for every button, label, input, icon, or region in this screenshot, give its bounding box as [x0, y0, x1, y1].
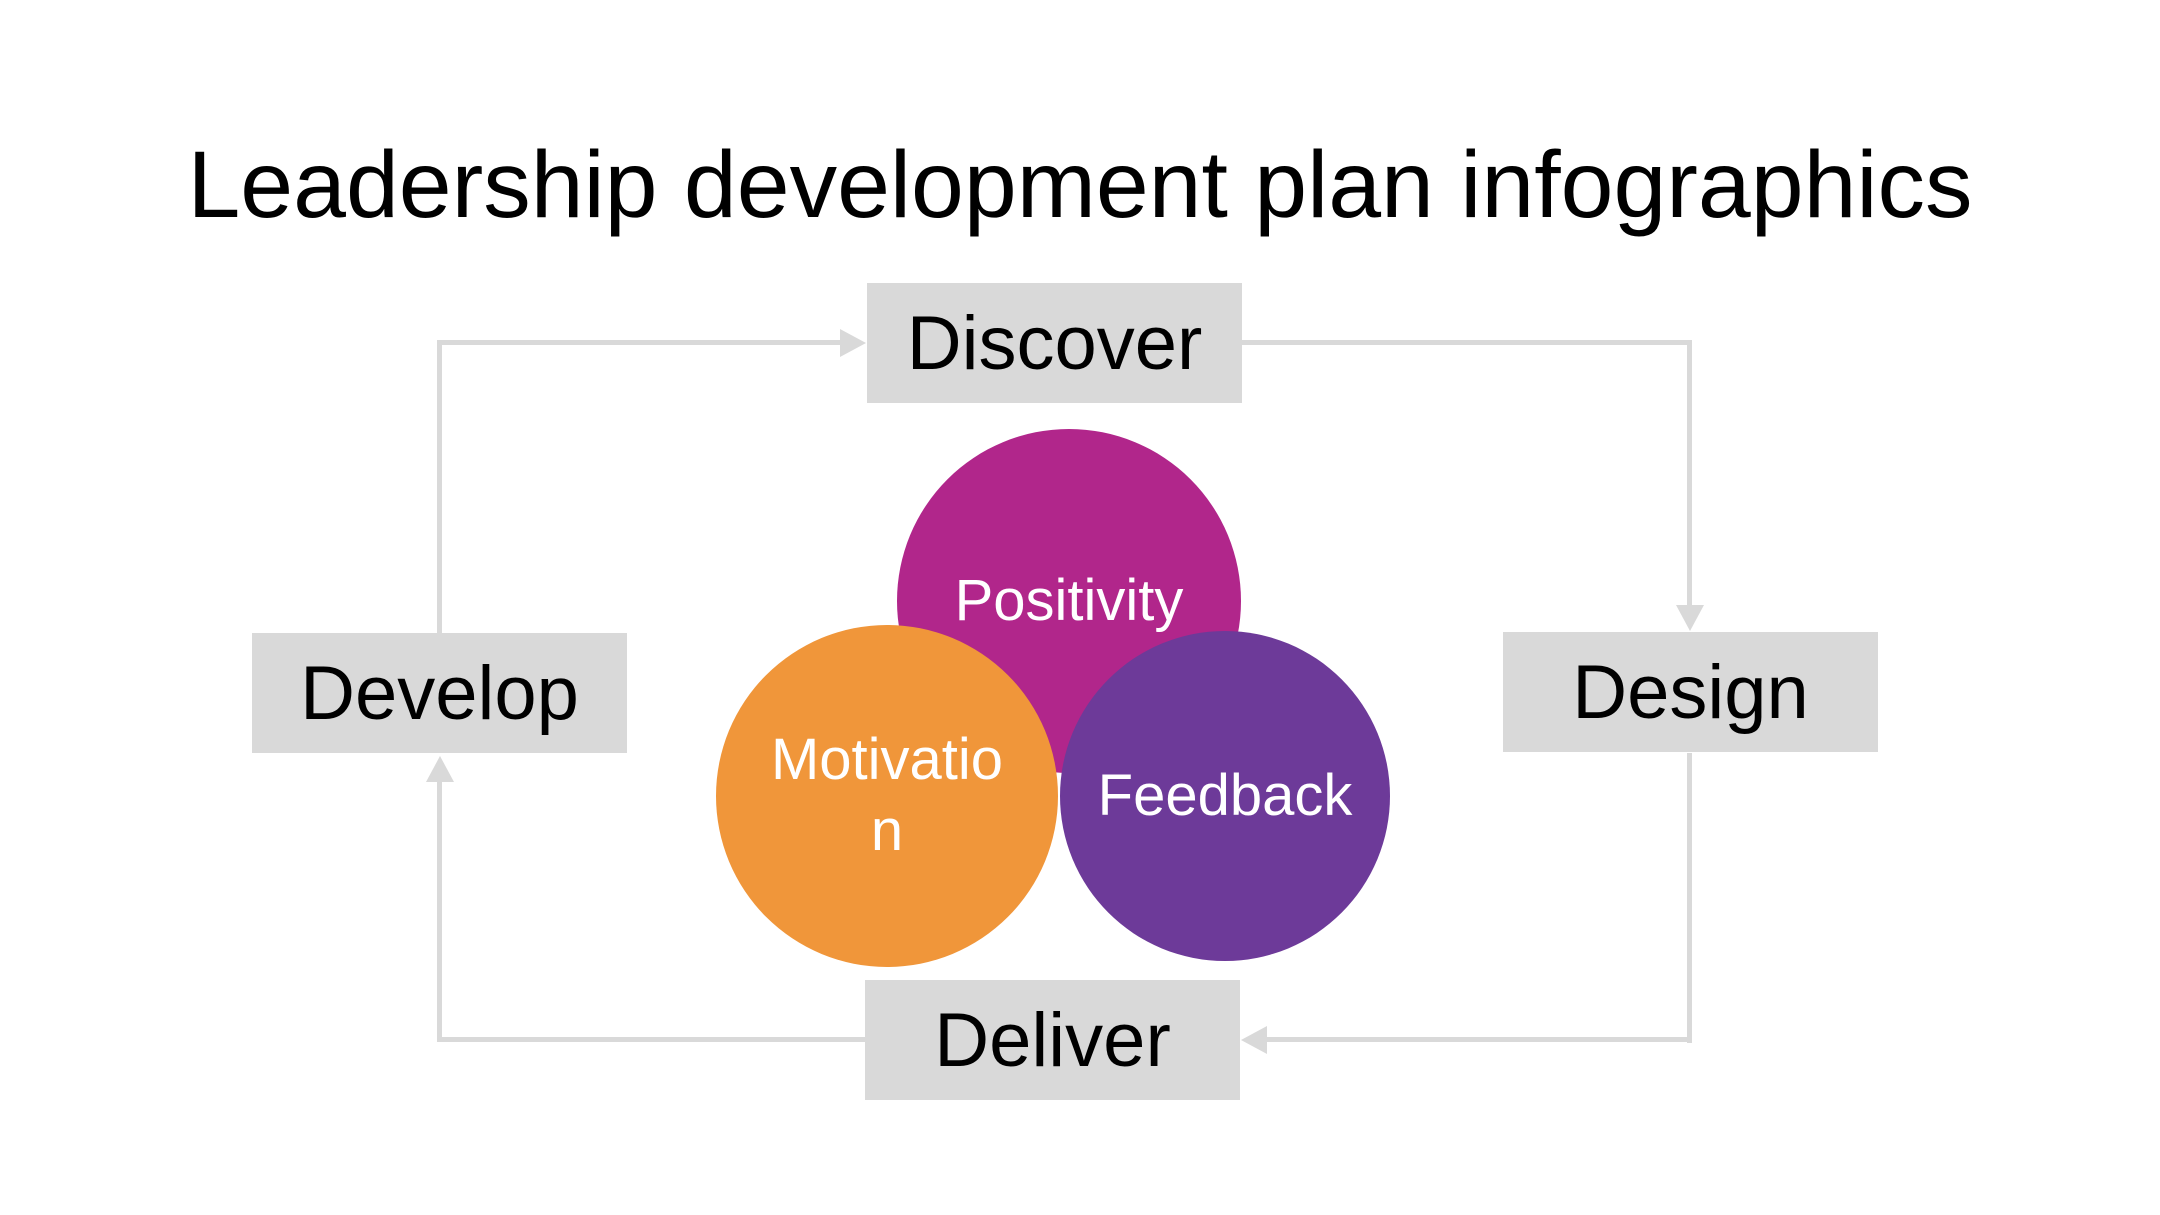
- arrow-head-into-design: [1676, 605, 1704, 631]
- step-box-discover: Discover: [867, 283, 1242, 403]
- step-box-develop: Develop: [252, 633, 627, 753]
- connector-deliver-to-develop-vertical: [437, 782, 442, 1040]
- step-label-develop: Develop: [300, 650, 579, 736]
- step-label-deliver: Deliver: [934, 997, 1171, 1083]
- connector-discover-to-design-horizontal: [1242, 340, 1692, 345]
- circle-label-positivity: Positivity: [954, 567, 1184, 633]
- step-box-deliver: Deliver: [865, 980, 1240, 1100]
- arrow-head-into-develop: [426, 756, 454, 782]
- arrow-head-into-discover: [840, 329, 866, 357]
- connector-develop-to-discover-vertical: [437, 341, 442, 633]
- connector-design-to-deliver-vertical: [1687, 753, 1692, 1043]
- circle-feedback: Feedback: [1060, 631, 1390, 961]
- arrow-head-into-deliver: [1241, 1026, 1267, 1054]
- step-label-design: Design: [1572, 649, 1809, 735]
- circle-label-feedback: Feedback: [1097, 762, 1353, 828]
- connector-develop-to-discover-horizontal: [437, 340, 841, 345]
- step-box-design: Design: [1503, 632, 1878, 752]
- connector-discover-to-design-vertical: [1687, 340, 1692, 606]
- slide-title: Leadership development plan infographics: [187, 132, 1973, 238]
- connector-deliver-to-develop-horizontal: [437, 1037, 865, 1042]
- circle-label-motivation: Motivatio n: [770, 727, 1004, 863]
- circle-motivation: Motivatio n: [716, 625, 1058, 967]
- connector-design-to-deliver-horizontal: [1267, 1037, 1690, 1042]
- step-label-discover: Discover: [906, 300, 1203, 386]
